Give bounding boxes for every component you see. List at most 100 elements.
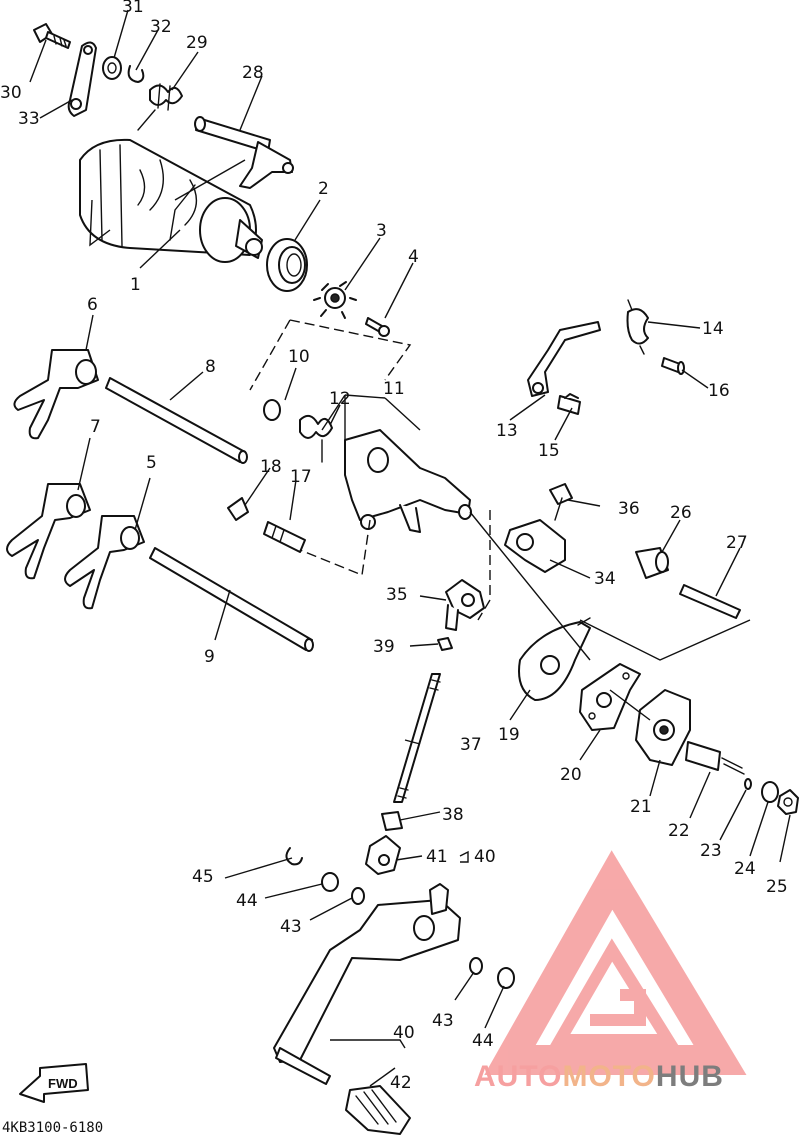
callout-28: 28	[242, 63, 264, 83]
assembly-line-1	[299, 519, 371, 576]
callout-23: 23	[700, 841, 722, 861]
callout-17: 17	[290, 467, 312, 487]
callout-labels: 1 2 3 4 5 6 7 8 9 10 11 12 13 14 15 16 1…	[0, 0, 788, 1093]
rod-end-41	[365, 835, 401, 875]
washer-44-a	[321, 872, 339, 892]
seal-43-b	[469, 957, 483, 975]
retainer-18	[227, 497, 249, 521]
bolt-36	[549, 483, 573, 521]
callout-9: 9	[204, 647, 215, 667]
washer-44-b	[497, 967, 515, 989]
callout-43-left: 43	[280, 917, 302, 937]
callout-22: 22	[668, 821, 690, 841]
callout-33: 33	[18, 109, 40, 129]
shift-lever-34	[504, 519, 566, 573]
callout-10: 10	[288, 347, 310, 367]
callout-19: 19	[498, 725, 520, 745]
segment	[313, 281, 357, 319]
callout-18: 18	[260, 457, 282, 477]
bolt-30	[33, 23, 71, 49]
bearing	[266, 238, 308, 292]
washer-23	[744, 778, 752, 790]
callout-38: 38	[442, 805, 464, 825]
callout-40-top: 40	[474, 847, 496, 867]
shift-shaft-11	[344, 429, 472, 533]
clip-45	[285, 847, 303, 866]
callout-1: 1	[130, 275, 141, 295]
assembly-line-3	[469, 511, 751, 661]
callout-12: 12	[329, 389, 351, 409]
callout-37: 37	[460, 735, 482, 755]
bolt-22	[685, 741, 745, 775]
callout-13: 13	[496, 421, 518, 441]
shift-drum	[79, 138, 263, 263]
nut-38	[381, 811, 403, 831]
callout-40-bottom: 40	[393, 1023, 415, 1043]
svg-text:AUTOMOTOHUB: AUTOMOTOHUB	[474, 1060, 724, 1093]
callout-34: 34	[594, 569, 616, 589]
watermark-part2: MOTO	[562, 1060, 655, 1093]
nut-25	[777, 789, 799, 815]
fork-guide-bar-9	[149, 547, 314, 652]
fork-guide-bar-8	[105, 377, 248, 464]
callout-3: 3	[376, 221, 387, 241]
callout-7: 7	[90, 417, 101, 437]
callout-11: 11	[383, 379, 405, 399]
assembly-line-2	[477, 510, 491, 621]
shift-cam-shaft	[194, 116, 294, 189]
callout-43-right: 43	[432, 1011, 454, 1031]
callout-45: 45	[192, 867, 214, 887]
plate-20	[579, 663, 641, 731]
callout-16: 16	[708, 381, 730, 401]
shift-fork-7	[6, 483, 91, 580]
callout-26: 26	[670, 503, 692, 523]
callout-27: 27	[726, 533, 748, 553]
callout-25: 25	[766, 877, 788, 897]
washer-10	[263, 399, 281, 421]
screw-4	[365, 317, 390, 337]
seal-43-a	[351, 887, 365, 905]
callout-41: 41	[426, 847, 448, 867]
callout-29: 29	[186, 33, 208, 53]
bolt-15	[557, 393, 581, 415]
stopper-lever-33	[67, 41, 97, 117]
shift-cam-21	[635, 689, 691, 766]
clip-32	[127, 65, 145, 83]
callout-31: 31	[122, 0, 144, 17]
dowel-pin-27	[679, 584, 741, 619]
shift-fork-5	[64, 515, 145, 610]
shift-arm-19	[518, 617, 591, 701]
callout-32: 32	[150, 17, 172, 37]
callout-20: 20	[560, 765, 582, 785]
shift-pedal-40	[273, 883, 461, 1063]
callout-44-right: 44	[472, 1031, 494, 1051]
callout-8: 8	[205, 357, 216, 377]
fwd-arrow: FWD	[19, 1063, 89, 1103]
watermark-part1: AUTO	[474, 1060, 562, 1093]
callout-36: 36	[618, 499, 640, 519]
watermark-logo	[484, 850, 747, 1075]
torsion-spring-29	[137, 83, 183, 131]
callout-39: 39	[373, 637, 395, 657]
nut-39	[437, 637, 453, 651]
washer-24	[761, 781, 779, 803]
pin-17	[263, 521, 306, 553]
callout-30: 30	[0, 83, 22, 103]
assembly-line-4	[609, 689, 651, 721]
callout-35: 35	[386, 585, 408, 605]
shift-fork-6	[13, 349, 99, 440]
fwd-label: FWD	[48, 1076, 78, 1091]
callout-14: 14	[702, 319, 724, 339]
callout-5: 5	[146, 453, 157, 473]
footpeg-rubber-42	[275, 1047, 411, 1135]
leader-lines	[29, 9, 791, 1087]
callout-24: 24	[734, 859, 756, 879]
callout-21: 21	[630, 797, 652, 817]
collar-26	[635, 547, 669, 579]
spring-12	[299, 414, 333, 463]
washer-31	[102, 56, 122, 80]
group-bracket-3-4	[249, 319, 412, 391]
callout-44-left: 44	[236, 891, 258, 911]
rod-end-35	[445, 579, 485, 631]
